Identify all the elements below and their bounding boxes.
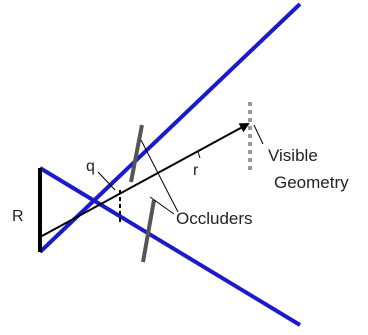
label-r-region: R	[12, 208, 24, 225]
occluder-lower	[141, 199, 156, 263]
label-geometry: Geometry	[274, 173, 349, 192]
label-visible: Visible	[268, 146, 318, 165]
label-r-angle: r	[193, 162, 199, 179]
label-q: q	[86, 158, 95, 175]
sight-ray	[41, 123, 250, 237]
label-occluders: Occluders	[176, 209, 253, 228]
frustum-upper-edge	[38, 2, 302, 254]
occluder-upper	[129, 124, 144, 183]
occluders-leader-1	[140, 139, 179, 213]
occluders-leader-2	[149, 196, 175, 215]
r-leader	[197, 151, 201, 159]
frustum-lower-edge	[38, 166, 302, 327]
q-leader	[97, 171, 116, 191]
visible-leader	[253, 124, 264, 145]
